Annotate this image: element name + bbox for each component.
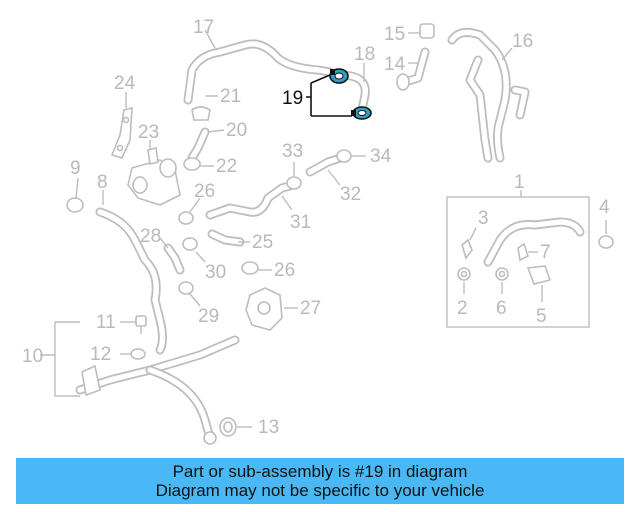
callout-8: 8 (97, 172, 108, 193)
part-34-clamp (336, 149, 352, 163)
part-7-clip (517, 242, 529, 262)
part-21-clip (191, 106, 211, 121)
hose-8 (95, 207, 167, 355)
callout-22: 22 (216, 156, 237, 177)
callout-12: 12 (90, 344, 111, 365)
hose-17 (183, 39, 335, 105)
part-32-hose (305, 153, 345, 177)
leader-26a (189, 197, 201, 213)
part-26-clamp-lower (241, 261, 259, 275)
callout-27: 27 (300, 298, 321, 319)
part-1-pipe (483, 217, 585, 267)
part-11-bolt (135, 315, 147, 334)
callout-18: 18 (354, 44, 375, 65)
callout-3: 3 (478, 208, 489, 229)
clamp-19-lower (351, 106, 372, 120)
callout-20: 20 (226, 120, 247, 141)
leader-17 (204, 29, 216, 49)
pump-23 (127, 147, 181, 206)
part-2-oring (457, 267, 471, 281)
callout-13: 13 (258, 417, 279, 438)
callout-30: 30 (205, 262, 226, 283)
leader-19 (306, 74, 352, 117)
callout-17: 17 (193, 17, 214, 38)
callout-26b: 26 (274, 260, 295, 281)
part-28-hose (163, 243, 185, 275)
part-30-clamp (182, 237, 198, 251)
callout-6: 6 (496, 298, 507, 319)
leader-29 (189, 293, 201, 307)
callout-1: 1 (514, 172, 525, 193)
clamp-19-upper (329, 68, 349, 84)
info-banner: Part or sub-assembly is #19 in diagram D… (16, 458, 624, 504)
banner-line-2: Diagram may not be specific to your vehi… (155, 481, 485, 500)
callout-15: 15 (384, 24, 405, 45)
part-5-sensor (526, 265, 552, 285)
leader-16 (501, 47, 513, 61)
leader-28 (159, 237, 169, 249)
part-12-washer (130, 348, 146, 360)
part-3-clip (461, 238, 473, 260)
part-31-pipe (205, 181, 295, 220)
part-15-cap (419, 23, 435, 39)
callout-2: 2 (457, 298, 468, 319)
part-14-fitting (396, 47, 430, 91)
part-27-housing (245, 287, 283, 331)
part-13-oring (219, 417, 237, 437)
callout-23: 23 (138, 122, 159, 143)
callout-29: 29 (198, 306, 219, 327)
leader-31 (281, 195, 293, 211)
callout-34: 34 (370, 146, 392, 167)
callout-9: 9 (70, 158, 81, 179)
bracket-24 (110, 106, 133, 159)
part-29-clamp (178, 281, 194, 295)
leader-10 (40, 321, 80, 397)
leader-3 (469, 227, 477, 241)
callout-26a: 26 (194, 181, 215, 202)
part-22-clamp (183, 157, 201, 171)
leader-9 (75, 177, 79, 199)
part-20-elbow (187, 127, 210, 163)
leader-20 (207, 129, 225, 133)
part-33-clamp (286, 176, 302, 190)
callout-7: 7 (540, 242, 551, 263)
callout-19: 19 (282, 88, 303, 109)
callout-10: 10 (22, 346, 43, 367)
part-4-clamp (598, 235, 614, 249)
callout-21: 21 (220, 86, 241, 107)
callout-33: 33 (282, 141, 303, 162)
part-6-oring (495, 267, 509, 281)
callout-25: 25 (252, 232, 273, 253)
part-9-clamp (66, 197, 84, 213)
callout-14: 14 (384, 54, 406, 75)
pipe-16 (447, 27, 530, 163)
kit-box-1 (446, 196, 590, 328)
callout-5: 5 (536, 306, 547, 327)
callout-11: 11 (96, 312, 116, 333)
callout-28: 28 (140, 226, 161, 247)
banner-line-1: Part or sub-assembly is #19 in diagram (172, 462, 468, 481)
part-10-bracket-pipe (75, 335, 240, 445)
callout-31: 31 (290, 212, 311, 233)
leader-32 (327, 169, 341, 186)
part-26-clamp-upper (178, 211, 194, 225)
callout-16: 16 (512, 31, 533, 52)
callout-4: 4 (599, 197, 610, 218)
callout-32: 32 (340, 184, 361, 205)
leader-30 (195, 251, 206, 263)
part-25-elbow (207, 229, 245, 247)
callout-24: 24 (114, 73, 136, 94)
